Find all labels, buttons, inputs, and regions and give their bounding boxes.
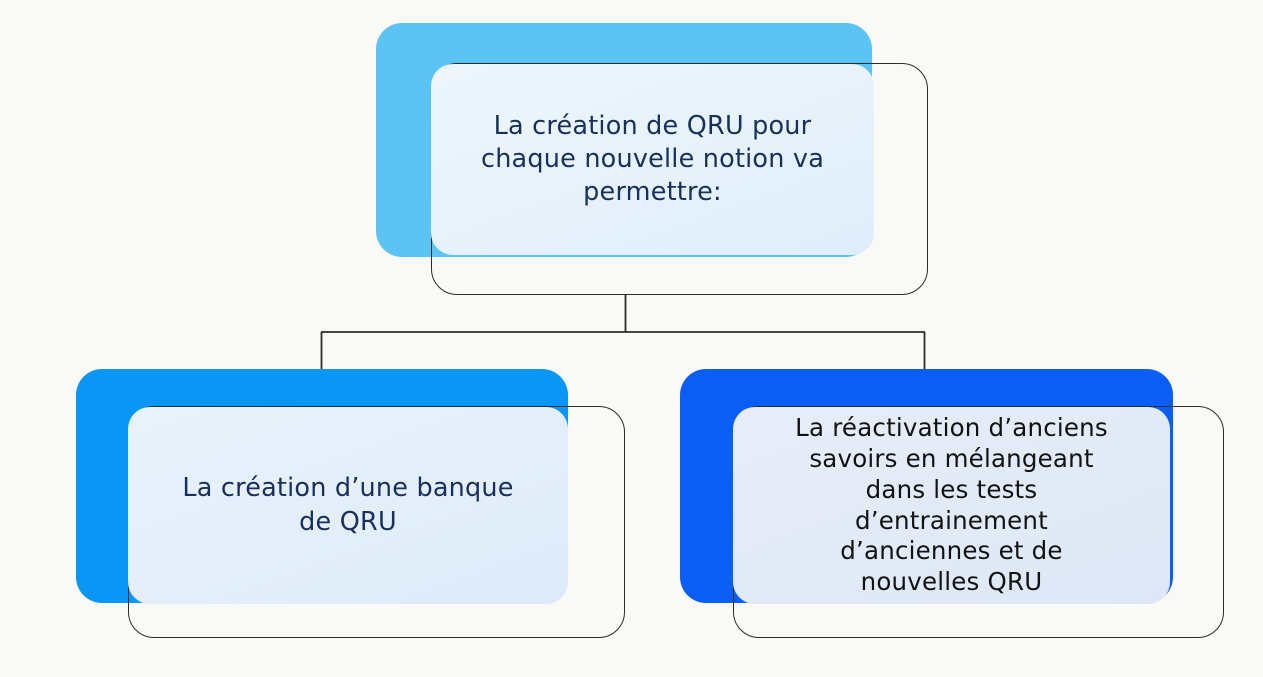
node-root-label: La création de QRU pour chaque nouvelle …	[480, 110, 825, 208]
node-root-panel[interactable]: La création de QRU pour chaque nouvelle …	[431, 64, 874, 255]
node-root[interactable]: La création de QRU pour chaque nouvelle …	[0, 0, 1263, 320]
node-child-right-panel[interactable]: La réactivation d’anciens savoirs en mél…	[733, 407, 1170, 604]
node-child-left-label: La création d’une banque de QRU	[182, 473, 514, 537]
node-child-left-panel[interactable]: La création d’une banque de QRU	[128, 407, 568, 604]
node-child-right-label: La réactivation d’anciens savoirs en mél…	[795, 413, 1108, 596]
